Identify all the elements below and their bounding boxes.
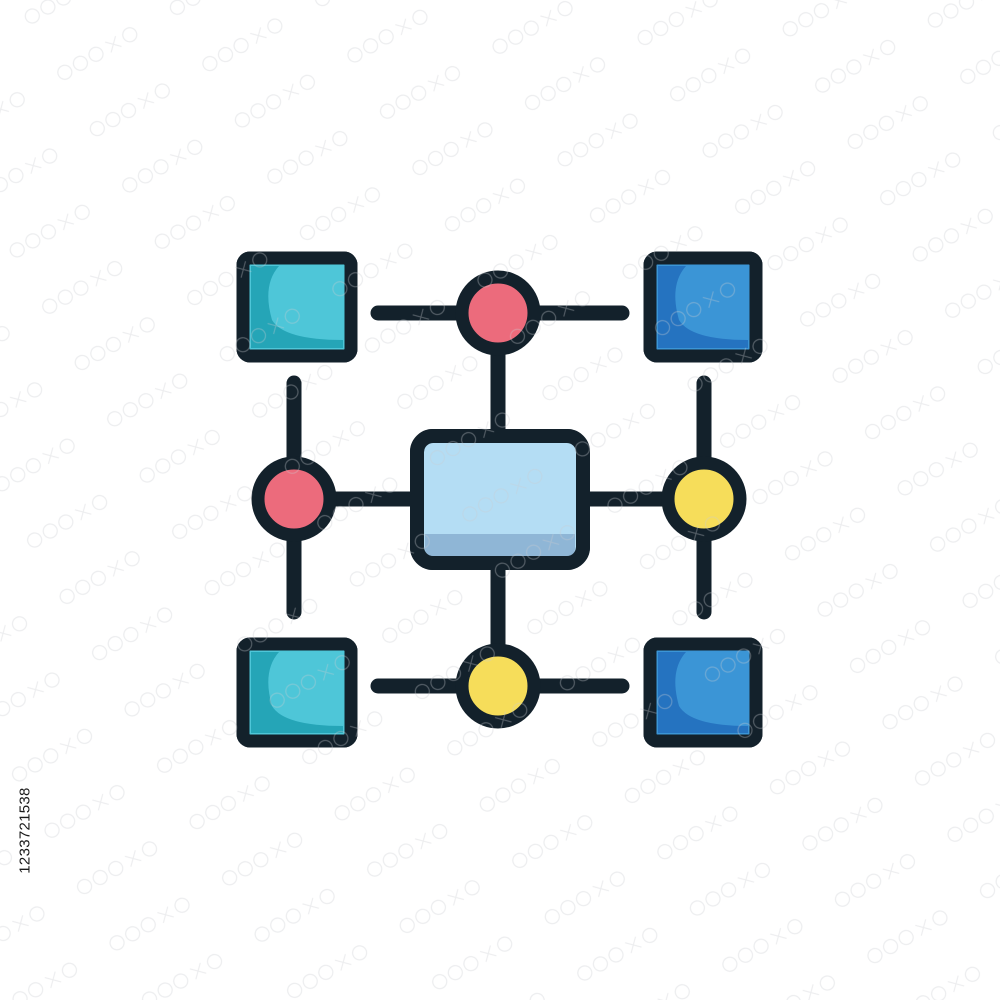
center-hub-rect [410, 429, 590, 570]
corner-square-top-right [643, 251, 763, 363]
corner-square-bottom-right [643, 637, 763, 748]
stock-id-text: 1233721538 [16, 786, 34, 874]
corner-square-bottom-left [236, 637, 358, 748]
node-left-pink [251, 456, 337, 542]
node-top-pink [455, 270, 541, 356]
node-right-yellow [661, 456, 747, 542]
node-bottom-yellow [455, 643, 541, 729]
stock-id-label: 1233721538 [14, 760, 36, 900]
corner-square-top-left [236, 251, 358, 363]
